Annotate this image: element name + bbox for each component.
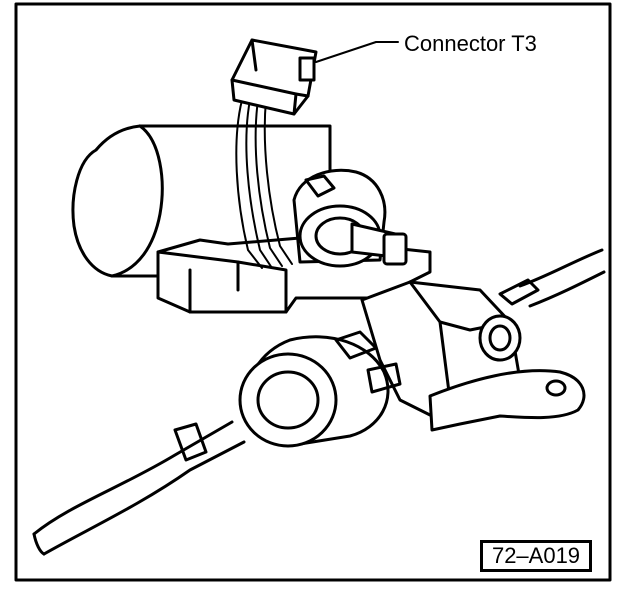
callout-leader [315, 41, 399, 63]
figure-number: 72–A019 [480, 540, 592, 572]
actuator-assembly [292, 168, 408, 268]
connector-wires [235, 99, 293, 269]
right-cable [498, 248, 606, 308]
front-cylinder [238, 330, 402, 448]
lower-cable [32, 420, 246, 556]
connector-t3-label: Connector T3 [404, 31, 537, 56]
figure-border [14, 2, 612, 582]
mounting-flange [428, 369, 586, 432]
connector-t3 [230, 38, 318, 116]
